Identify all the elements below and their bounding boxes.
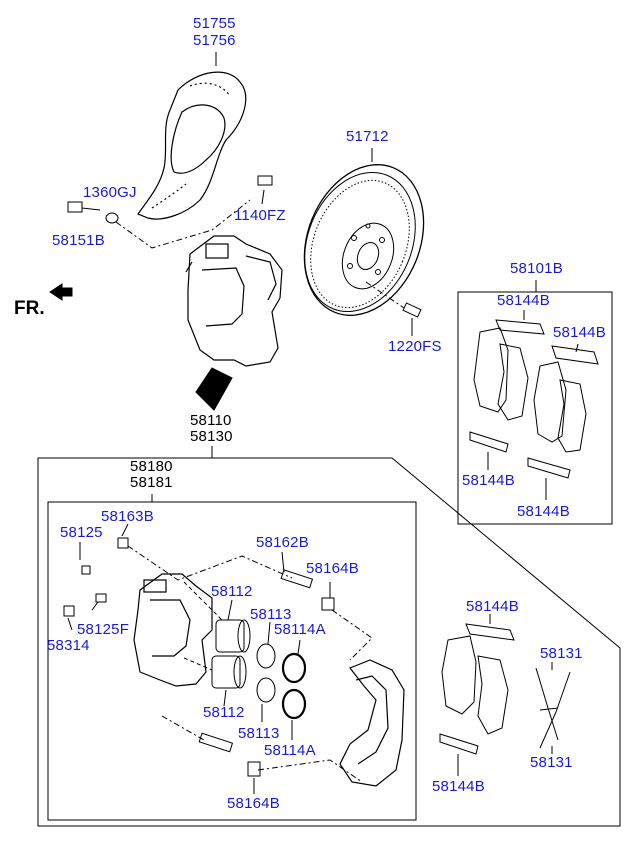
bolt-58151B [67, 201, 119, 224]
part-label-1140FZ[interactable]: 1140FZ [234, 207, 286, 224]
big-arrow [195, 367, 233, 411]
caliper-bracket [339, 659, 405, 787]
part-label-1220FS[interactable]: 1220FS [388, 338, 442, 355]
part-label-58144B-bottom2[interactable]: 58144B [432, 778, 485, 795]
caliper-body [133, 573, 213, 687]
part-label-58125[interactable]: 58125 [60, 524, 103, 541]
part-label-58164B-a[interactable]: 58164B [306, 560, 359, 577]
part-label-58125F[interactable]: 58125F [77, 621, 130, 638]
part-label-51756[interactable]: 51756 [193, 32, 236, 49]
part-label-58130[interactable]: 58130 [190, 428, 233, 445]
part-label-58144B-bottom1[interactable]: 58144B [466, 598, 519, 615]
pad-kit-frame [457, 291, 613, 525]
part-label-58163B[interactable]: 58163B [101, 508, 154, 525]
part-label-58144B-top1[interactable]: 58144B [497, 292, 550, 309]
part-label-58164B-b[interactable]: 58164B [227, 795, 280, 812]
part-label-58131-b[interactable]: 58131 [530, 754, 573, 771]
part-label-58181[interactable]: 58181 [130, 474, 173, 491]
part-label-58113-b[interactable]: 58113 [238, 725, 280, 742]
part-label-1360GJ[interactable]: 1360GJ [83, 184, 137, 201]
part-label-58144B-top3[interactable]: 58144B [462, 472, 515, 489]
brake-disc [303, 164, 425, 316]
part-label-58162B[interactable]: 58162B [256, 534, 309, 551]
pad-kit-top [469, 319, 599, 479]
part-label-58114A-b[interactable]: 58114A [264, 742, 316, 759]
bolt-1220FS [402, 302, 422, 336]
part-label-58101B[interactable]: 58101B [510, 260, 563, 277]
pad-kit-bottom [439, 623, 515, 755]
spring-clips [535, 667, 571, 749]
assembly-frame-outer [37, 457, 621, 827]
caliper-assembly-top [185, 235, 283, 367]
part-label-58113-a[interactable]: 58113 [250, 606, 292, 623]
front-direction-label: FR. [14, 298, 45, 319]
part-label-58110[interactable]: 58110 [190, 412, 232, 429]
part-label-58114A-a[interactable]: 58114A [274, 621, 326, 638]
part-label-58112-a[interactable]: 58112 [211, 583, 253, 600]
part-label-58112-b[interactable]: 58112 [203, 704, 245, 721]
seals [256, 643, 307, 720]
assembly-frame-inner [47, 501, 417, 821]
part-label-58131-a[interactable]: 58131 [540, 645, 583, 662]
dust-shield [137, 71, 247, 220]
part-label-58314[interactable]: 58314 [47, 637, 90, 654]
part-label-51755[interactable]: 51755 [193, 15, 236, 32]
part-label-58180[interactable]: 58180 [130, 458, 173, 475]
part-label-58144B-top2[interactable]: 58144B [553, 324, 606, 341]
guide-pins [63, 537, 335, 777]
bolt-1140FZ [257, 175, 273, 205]
part-label-58144B-top4[interactable]: 58144B [517, 503, 570, 520]
part-label-58151B[interactable]: 58151B [52, 232, 105, 249]
fr-arrow [49, 283, 73, 301]
part-label-51712[interactable]: 51712 [346, 128, 389, 145]
pistons [211, 619, 251, 689]
